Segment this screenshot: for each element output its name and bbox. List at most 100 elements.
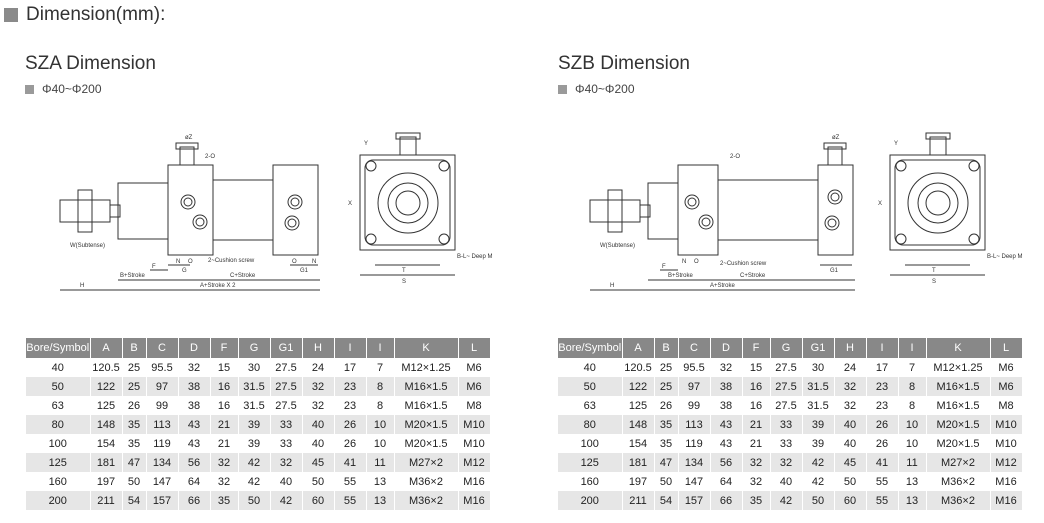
table-cell: 32 [742,472,771,491]
table-cell: 55 [866,491,899,510]
table-cell: 32 [834,377,867,396]
table-cell: 125 [558,453,623,472]
table-cell: 42 [238,472,271,491]
table-cell: M20×1.5 [926,434,991,453]
table-cell: 25 [654,358,679,377]
table-cell: M8 [458,396,491,415]
table-cell: 200 [558,491,623,510]
column-header: I [366,338,395,358]
table-cell: 157 [146,491,179,510]
table-cell: 38 [178,396,211,415]
table-cell: 119 [678,434,711,453]
label-t: T [932,268,936,274]
table-cell: 8 [366,396,395,415]
label-g1: G1 [830,268,839,274]
table-cell: 23 [866,396,899,415]
table-cell: 11 [898,453,927,472]
table-cell: 211 [622,491,655,510]
table-cell: M36×2 [926,491,991,510]
label-thread: W(Subtense) [600,243,635,249]
table-cell: 39 [802,415,835,434]
table-cell: 32 [742,453,771,472]
column-header: G [770,338,803,358]
table-cell: 40 [270,472,303,491]
column-header: A [622,338,655,358]
table-cell: 66 [710,491,743,510]
table-cell: M27×2 [394,453,459,472]
section-title: SZB Dimension [558,53,690,74]
column-header: Bore/Symbol [558,338,623,358]
label-y: Y [364,141,368,147]
label-f: F [152,264,156,270]
label-a-stroke: A+Stroke [710,283,736,289]
table-cell: 38 [710,377,743,396]
label-y: Y [894,141,898,147]
table-cell: 160 [26,472,91,491]
table-cell: 41 [334,453,367,472]
table-cell: 134 [678,453,711,472]
column-header: A [90,338,123,358]
table-cell: 122 [622,377,655,396]
label-cushion-screw: 2~Cushion screw [720,261,767,267]
label-n: N [682,259,686,265]
table-cell: 40 [302,434,335,453]
bore-range: Φ40~Φ200 [42,82,102,96]
table-cell: M12×1.25 [926,358,991,377]
table-cell: M16×1.5 [394,396,459,415]
table-cell: 10 [366,434,395,453]
table-cell: 32 [178,358,211,377]
label-b: B+Stroke [668,273,694,279]
table-cell: 27.5 [770,358,803,377]
header-square-icon [4,8,18,22]
table-cell: 13 [366,472,395,491]
table-cell: 35 [654,415,679,434]
table-cell: 23 [866,377,899,396]
section-subtitle: Φ40~Φ200 [558,82,1044,96]
table-cell: 50 [122,472,147,491]
table-cell: 50 [834,472,867,491]
table-cell: 24 [834,358,867,377]
table-cell: 39 [802,434,835,453]
column-header: L [458,338,491,358]
table-cell: 27.5 [270,396,303,415]
table-cell: 32 [302,396,335,415]
table-cell: 35 [654,434,679,453]
column-header: K [394,338,459,358]
table-cell: 60 [302,491,335,510]
table-cell: M8 [990,396,1023,415]
table-cell: 42 [802,453,835,472]
table-cell: 147 [146,472,179,491]
table-cell: 43 [178,434,211,453]
table-cell: 97 [146,377,179,396]
table-cell: 38 [178,377,211,396]
label-s: S [932,279,936,285]
table-cell: M10 [990,415,1023,434]
table-cell: 100 [558,434,623,453]
table-cell: 26 [334,434,367,453]
label-z: øZ [832,135,840,141]
table-cell: 40 [302,415,335,434]
label-g1: G1 [300,268,309,274]
table-cell: 8 [898,396,927,415]
column-header: G1 [802,338,835,358]
label-x: X [878,201,882,207]
table-cell: 148 [622,415,655,434]
table-cell: 26 [334,415,367,434]
page-header: Dimension(mm): [4,4,165,26]
table-cell: 10 [898,415,927,434]
table-cell: 120.5 [90,358,123,377]
table-cell: M6 [990,377,1023,396]
table-cell: 125 [26,453,91,472]
table-cell: 25 [654,377,679,396]
table-cell: 7 [366,358,395,377]
table-cell: 55 [334,491,367,510]
table-cell: 42 [238,453,271,472]
table-cell: 13 [898,472,927,491]
table-cell: 56 [710,453,743,472]
table-cell: 63 [558,396,623,415]
